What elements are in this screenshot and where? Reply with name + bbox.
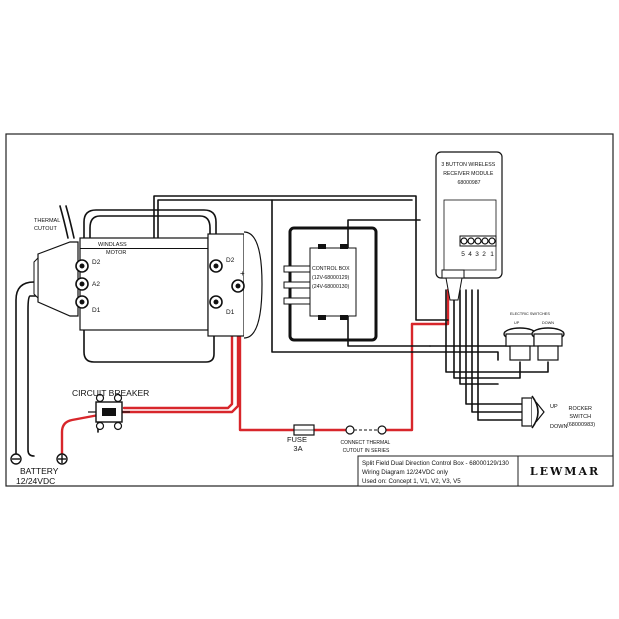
title-line-2: Wiring Diagram 12/24VDC only — [362, 469, 449, 476]
switch-down-label: DOWN — [542, 321, 554, 325]
electric-switches-label: ELECTRIC SWITCHES — [510, 312, 550, 316]
lewmar-brand: LEWMAR — [530, 465, 600, 478]
windlass-motor-label: WINDLASS MOTOR — [98, 242, 128, 256]
rocker-switch — [521, 395, 545, 429]
outer-frame — [5, 133, 614, 487]
receiver-module — [435, 151, 503, 301]
terminal-d2-left-label: D2 — [92, 259, 101, 266]
terminal-d1-left-post — [75, 295, 89, 309]
switch-up-label: UP — [514, 321, 520, 325]
battery-label: BATTERY 12/24VDC — [16, 466, 61, 486]
circuit-breaker — [88, 393, 130, 431]
terminal-a2-post — [75, 277, 89, 291]
rocker-up-label: UP — [550, 404, 558, 410]
rocker-down-label: DOWN — [550, 424, 567, 430]
electric-switch-down — [531, 327, 565, 361]
terminal-d2-left-post — [75, 259, 89, 273]
windlass-motor — [33, 231, 263, 339]
title-block — [357, 455, 614, 487]
circuit-breaker-label: CIRCUIT BREAKER — [72, 388, 149, 398]
terminal-d1-left-label: D1 — [92, 307, 101, 314]
terminal-a2-label: A2 — [92, 281, 100, 288]
terminal-d1-right-post — [209, 295, 223, 309]
terminal-plus-label: + — [240, 269, 245, 278]
battery-negative-terminal — [10, 453, 22, 465]
control-box — [283, 226, 378, 342]
fuse — [293, 424, 315, 436]
receiver-module-label: 3 BUTTON WIRELESS RECEIVER MODULE 680009… — [441, 162, 496, 186]
rocker-switch-label: ROCKER SWITCH (68000983) — [567, 406, 595, 428]
thermal-cutout-label: THERMAL CUTOUT — [34, 218, 62, 232]
control-box-label: CONTROL BOX (12V-68000129) (24V-68000130… — [312, 266, 351, 290]
terminal-d2-right-post — [209, 259, 223, 273]
receiver-pin-labels: 5 4 3 2 1 — [461, 251, 494, 258]
title-line-3: Used on: Concept 1, V1, V2, V3, V5 — [362, 478, 461, 485]
electric-switch-up — [503, 327, 537, 361]
connect-thermal-label: CONNECT THERMAL CUTOUT IN SERIES — [340, 440, 391, 454]
terminal-d1-right-label: D1 — [226, 309, 235, 316]
terminal-d2-right-label: D2 — [226, 257, 235, 264]
thermal-series-connector — [345, 425, 387, 435]
fuse-label: FUSE 3A — [287, 435, 309, 453]
labels: THERMAL CUTOUT WINDLASS MOTOR D2 A2 D1 D… — [16, 162, 600, 486]
battery-positive-terminal — [56, 453, 68, 465]
terminal-plus-post — [231, 279, 245, 293]
title-line-1: Split Field Dual Direction Control Box -… — [362, 460, 509, 467]
